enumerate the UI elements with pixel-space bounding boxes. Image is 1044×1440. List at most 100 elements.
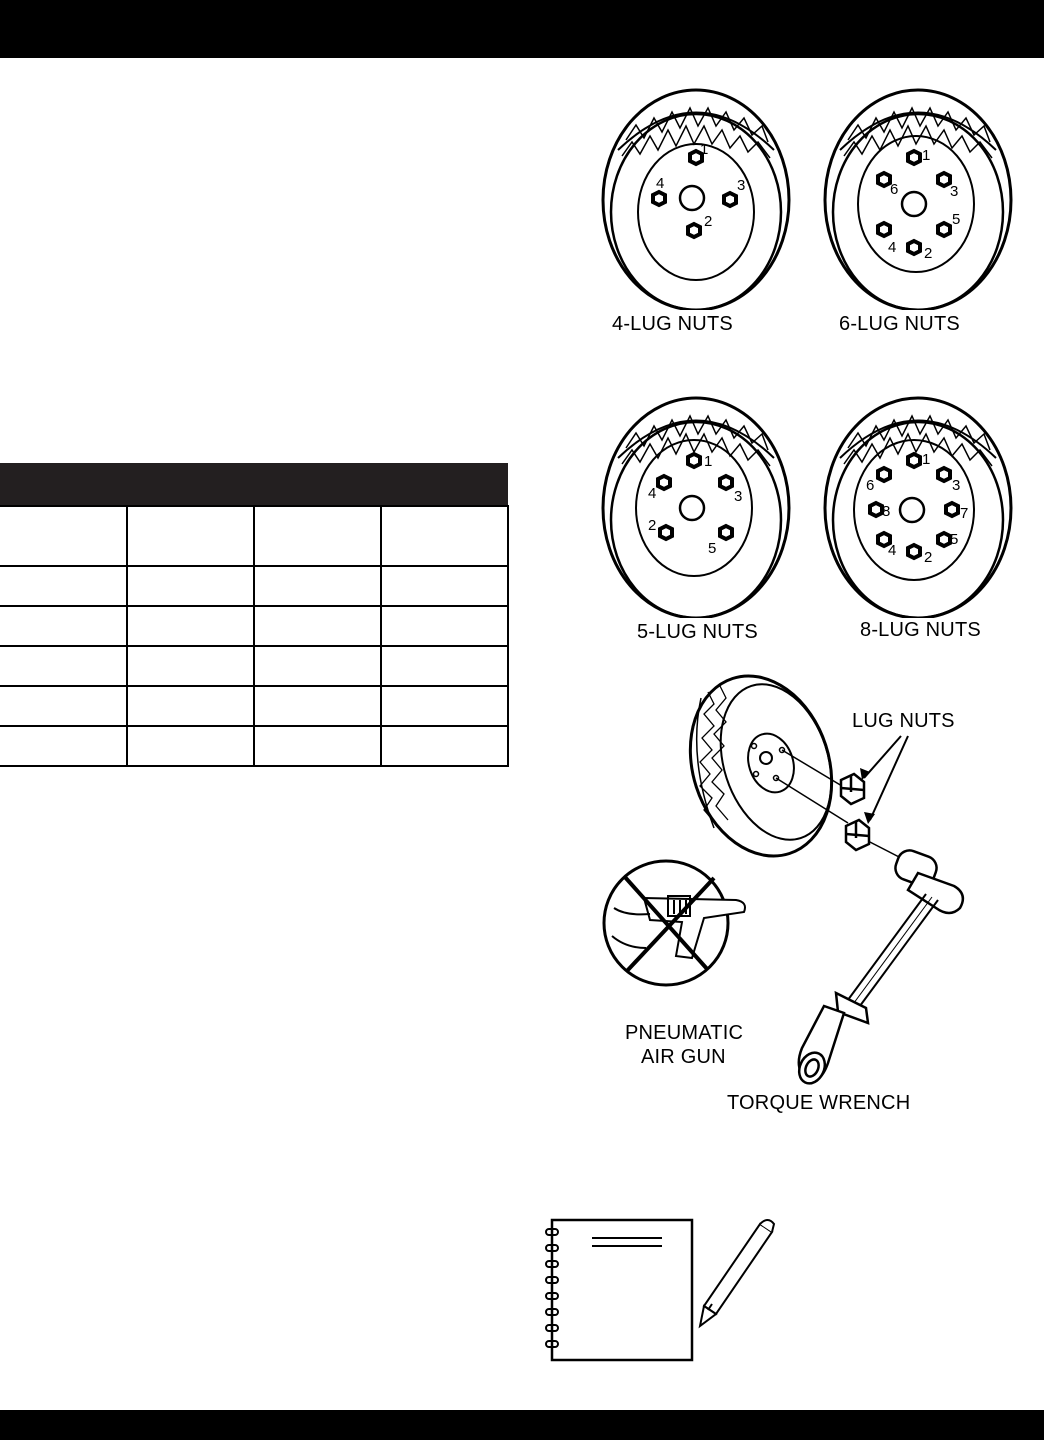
lug-sequence-number: 1 bbox=[922, 147, 930, 164]
notebook-pencil-icon bbox=[545, 1218, 776, 1362]
torque-table bbox=[0, 463, 509, 767]
lug-nut-3 bbox=[936, 465, 952, 484]
table-cell bbox=[0, 645, 128, 687]
table-cell bbox=[0, 605, 128, 647]
column-header bbox=[380, 505, 509, 567]
table-cell bbox=[380, 565, 509, 607]
table-cell bbox=[253, 725, 382, 767]
table-cell bbox=[126, 605, 255, 647]
torque-wrench-caption: TORQUE WRENCH bbox=[727, 1092, 911, 1114]
lug-nut-5 bbox=[936, 220, 952, 239]
lug-sequence-number: 2 bbox=[704, 213, 712, 230]
lug-sequence-number: 2 bbox=[924, 549, 932, 566]
top-header-bar bbox=[0, 0, 1044, 58]
lug-nut-lower bbox=[844, 818, 871, 852]
lug-sequence-number: 2 bbox=[648, 517, 656, 534]
column-header bbox=[126, 505, 255, 567]
figure-caption-4-lug: 4-LUG NUTS bbox=[612, 313, 733, 335]
lug-nut-8 bbox=[868, 500, 884, 519]
notebook-icon bbox=[550, 1218, 694, 1362]
tire bbox=[688, 674, 834, 858]
lug-nut-2 bbox=[658, 523, 674, 542]
lug-sequence-number: 8 bbox=[882, 503, 890, 520]
pencil-icon bbox=[698, 1219, 776, 1329]
wheel-4-lug-figure: 1 2 3 4 bbox=[601, 88, 791, 310]
table-cell bbox=[126, 685, 255, 727]
figure-caption-8-lug: 8-LUG NUTS bbox=[860, 619, 981, 641]
lug-nut-7 bbox=[944, 500, 960, 519]
lug-nut-4 bbox=[876, 530, 892, 549]
lug-nut-3 bbox=[718, 473, 734, 492]
figure-caption-6-lug: 6-LUG NUTS bbox=[839, 313, 960, 335]
table-cell bbox=[253, 605, 382, 647]
lug-sequence-number: 3 bbox=[952, 477, 960, 494]
prohibited-air-gun-icon bbox=[602, 859, 746, 987]
lug-sequence-number: 4 bbox=[656, 175, 664, 192]
column-header bbox=[253, 505, 382, 567]
lug-nut-5 bbox=[718, 523, 734, 542]
lug-nut-4 bbox=[656, 473, 672, 492]
lug-sequence-number: 5 bbox=[950, 531, 958, 548]
lug-nut-1 bbox=[906, 148, 922, 167]
table-row bbox=[0, 605, 509, 647]
table-cell bbox=[380, 725, 509, 767]
table-row bbox=[0, 725, 509, 767]
lug-sequence-number: 3 bbox=[737, 177, 745, 194]
wheel-install-illustration bbox=[602, 674, 965, 1085]
lug-nut-4 bbox=[651, 189, 667, 208]
torque-wrench bbox=[797, 849, 965, 1085]
table-cell bbox=[126, 725, 255, 767]
air-gun-caption-line2: AIR GUN bbox=[641, 1046, 726, 1068]
wheel-8-lug-figure: 1 2 3 4 5 6 7 8 bbox=[823, 396, 1013, 618]
lug-nut-6 bbox=[876, 170, 892, 189]
lug-nut-2 bbox=[906, 542, 922, 561]
table-cell bbox=[253, 565, 382, 607]
lug-sequence-number: 7 bbox=[960, 505, 968, 522]
lug-nuts-callout: LUG NUTS bbox=[852, 710, 955, 732]
lug-sequence-number: 3 bbox=[950, 183, 958, 200]
lug-sequence-number: 3 bbox=[734, 488, 742, 505]
wheel-5-lug-figure: 1 2 3 4 5 bbox=[601, 396, 791, 618]
lug-nut-1 bbox=[688, 148, 704, 167]
lug-nut-2 bbox=[686, 221, 702, 240]
table-cell bbox=[126, 645, 255, 687]
table-cell bbox=[0, 565, 128, 607]
lug-sequence-number: 6 bbox=[866, 477, 874, 494]
table-cell bbox=[253, 685, 382, 727]
air-gun-caption-line1: PNEUMATIC bbox=[625, 1022, 744, 1044]
lug-sequence-number: 5 bbox=[952, 211, 960, 228]
table-row bbox=[0, 565, 509, 607]
lug-nut-3 bbox=[722, 190, 738, 209]
lug-nut-5 bbox=[936, 530, 952, 549]
table-cell bbox=[0, 725, 128, 767]
lug-sequence-number: 4 bbox=[888, 542, 896, 559]
lug-nut-3 bbox=[936, 170, 952, 189]
table-cell bbox=[380, 605, 509, 647]
lug-sequence-number: 6 bbox=[890, 181, 898, 198]
lug-sequence-number: 1 bbox=[700, 141, 708, 158]
bottom-footer-bar bbox=[0, 1410, 1044, 1440]
lug-sequence-number: 4 bbox=[648, 485, 656, 502]
table-cell bbox=[126, 565, 255, 607]
wheel-6-lug-figure: 1 2 3 4 5 6 bbox=[823, 88, 1013, 310]
table-row bbox=[0, 685, 509, 727]
table-cell bbox=[380, 685, 509, 727]
table-row bbox=[0, 645, 509, 687]
lug-sequence-number: 4 bbox=[888, 239, 896, 256]
lug-sequence-number: 2 bbox=[924, 245, 932, 262]
lug-sequence-number: 5 bbox=[708, 540, 716, 557]
table-cell bbox=[253, 645, 382, 687]
table-title-bar bbox=[0, 463, 508, 506]
lug-nut-6 bbox=[876, 465, 892, 484]
lug-nut-1 bbox=[906, 451, 922, 470]
lug-nut-2 bbox=[906, 238, 922, 257]
lug-sequence-number: 1 bbox=[704, 453, 712, 470]
lug-nut-1 bbox=[686, 451, 702, 470]
column-header bbox=[0, 505, 128, 567]
lug-sequence-number: 1 bbox=[922, 451, 930, 468]
table-cell bbox=[0, 685, 128, 727]
figure-caption-5-lug: 5-LUG NUTS bbox=[637, 621, 758, 643]
lug-nut-upper bbox=[839, 772, 866, 806]
lug-nut-4 bbox=[876, 220, 892, 239]
table-cell bbox=[380, 645, 509, 687]
